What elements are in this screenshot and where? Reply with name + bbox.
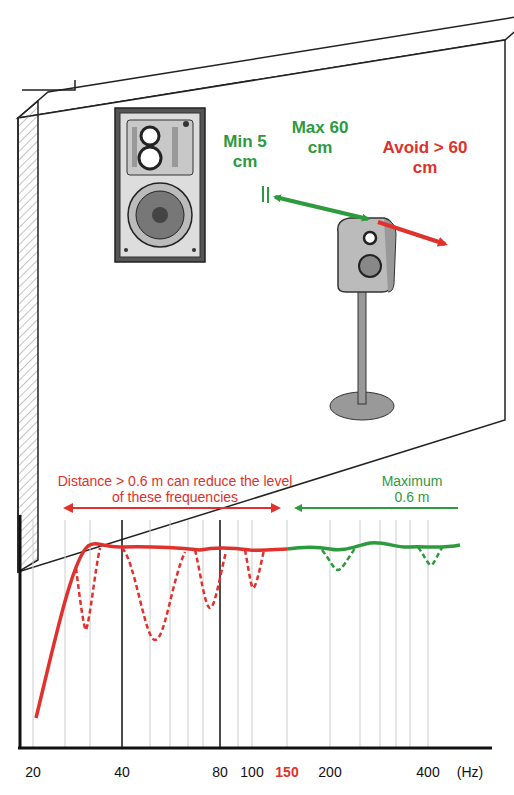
distance-label: Avoid > 60 cm — [380, 138, 470, 177]
distance-arrows — [263, 186, 445, 244]
axis-tick: 200 — [310, 764, 350, 780]
in-wall-speaker — [115, 108, 205, 262]
wall — [18, 14, 514, 572]
distance-label: Max 60 cm — [285, 118, 355, 157]
axis-tick: 80 — [200, 764, 240, 780]
range-note: Distance > 0.6 m can reduce the level of… — [55, 473, 295, 505]
axis-tick: 100 — [234, 764, 270, 780]
axis-tick: 40 — [102, 764, 142, 780]
freestanding-speaker — [330, 218, 396, 420]
axis-unit: (Hz) — [448, 764, 492, 780]
distance-label: Min 5 cm — [215, 132, 275, 171]
axis-tick: 20 — [13, 764, 53, 780]
axis-tick: 150 — [269, 764, 305, 780]
axis-tick: 400 — [408, 764, 448, 780]
response-chart — [18, 508, 492, 749]
range-note: Maximum 0.6 m — [372, 473, 452, 505]
